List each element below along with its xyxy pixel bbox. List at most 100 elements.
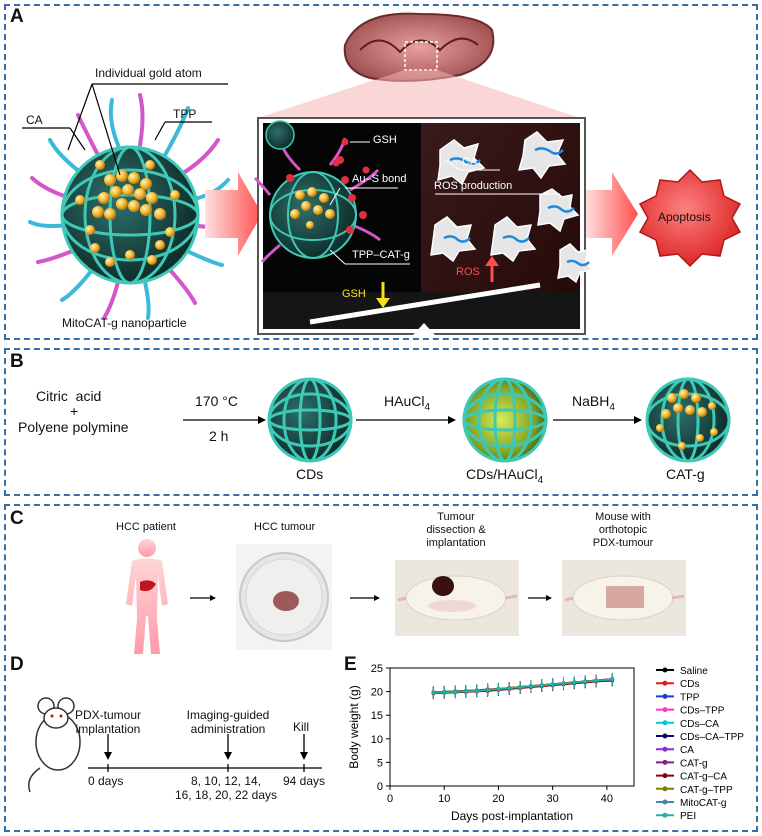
- label-ros-production: ROS production: [434, 180, 513, 192]
- legend-marker: [662, 667, 668, 673]
- label-individual-gold-atom: Individual gold atom: [95, 66, 202, 80]
- cds-haucl4-sphere: [462, 377, 548, 463]
- y-tick-label: 5: [377, 757, 383, 769]
- data-point: [518, 685, 522, 690]
- panel-c-label: C: [10, 508, 24, 529]
- label-ca: CA: [26, 113, 43, 127]
- legend-label: CDs–CA–TPP: [680, 732, 744, 743]
- data-point: [431, 691, 436, 695]
- legend-marker: [662, 786, 668, 792]
- label-ros-level: ROS: [456, 266, 480, 278]
- label-apoptosis: Apoptosis: [658, 210, 711, 224]
- x-tick-label: 30: [547, 793, 559, 805]
- time-94-days: 94 days: [283, 774, 326, 788]
- ros-cells: [430, 131, 594, 284]
- balance-fulcrum: [413, 323, 435, 335]
- label-ca-inset: CA: [462, 156, 478, 168]
- legend-label: TPP: [680, 692, 700, 703]
- data-point: [507, 686, 512, 691]
- time-dosing-days: 8, 10, 12, 14,16, 18, 20, 22 days: [174, 774, 278, 802]
- panel-e-label: E: [344, 654, 357, 675]
- legend-label: MitoCAT-g: [680, 798, 727, 809]
- x-tick-label: 20: [492, 793, 504, 805]
- data-point: [442, 690, 447, 695]
- y-tick-label: 15: [371, 710, 383, 722]
- legend-label: CAT-g: [680, 758, 708, 769]
- data-point: [561, 681, 566, 686]
- condition-temperature: 170 °C: [195, 393, 238, 409]
- x-tick-label: 40: [601, 793, 613, 805]
- legend-label: CDs–TPP: [680, 706, 725, 717]
- legend-marker: [662, 733, 668, 739]
- event-kill: Kill: [293, 720, 310, 734]
- panel-b-label: B: [10, 351, 24, 372]
- x-tick-label: 0: [387, 793, 393, 805]
- time-0-days: 0 days: [88, 774, 124, 788]
- mouse-pdx-photo: [562, 560, 686, 636]
- x-axis-label: Days post-implantation: [451, 809, 573, 823]
- product-cds: CDs: [296, 466, 324, 482]
- data-point: [594, 678, 598, 683]
- data-point: [529, 684, 533, 689]
- panel-d-label: D: [10, 654, 24, 675]
- legend-label: CDs–CA: [680, 719, 719, 730]
- hcc-patient-icon: [126, 539, 168, 654]
- y-tick-label: 25: [371, 663, 383, 675]
- data-point: [610, 677, 615, 682]
- data-point: [550, 682, 555, 687]
- label-hcc-patient: HCC patient: [116, 521, 176, 533]
- panel-cde: [4, 504, 758, 832]
- flow-arrow-1: [205, 172, 262, 256]
- data-point: [496, 687, 501, 692]
- reagent-polyene-polymine: Polyene polymine: [18, 419, 129, 435]
- flow-arrow-2: [585, 172, 638, 256]
- plot-area: [389, 667, 635, 787]
- mouse-icon: [28, 697, 81, 793]
- mitochondrion-icon: [258, 12, 580, 118]
- label-au-s-bond: Au–S bond: [352, 173, 407, 185]
- y-axis-label: Body weight (g): [347, 685, 361, 768]
- legend-marker: [662, 680, 668, 686]
- label-tpp-cat-g: TPP–CAT-g: [352, 249, 410, 261]
- legend-marker: [662, 720, 668, 726]
- product-cds-haucl4: CDs/HAuCl4: [466, 466, 544, 486]
- panel-b-graphic: [183, 377, 731, 463]
- apoptosis-burst: [638, 168, 742, 268]
- panel-b: [4, 348, 758, 496]
- y-tick-label: 0: [377, 781, 383, 793]
- panel-c-graphic: [126, 539, 686, 654]
- legend-marker: [662, 812, 668, 818]
- legend-marker: [662, 746, 668, 752]
- y-tick-label: 20: [371, 687, 383, 699]
- legend-marker: [662, 759, 668, 765]
- cat-g-sphere: [645, 377, 731, 463]
- inset-nanoparticle: [253, 120, 410, 265]
- panel-d-timeline: [28, 697, 322, 793]
- legend-marker: [662, 707, 668, 713]
- data-point: [540, 683, 544, 688]
- data-point: [572, 680, 577, 685]
- label-tpp: TPP: [173, 107, 197, 121]
- mouse-dissection-photo: [395, 560, 519, 636]
- reagent-citric-acid: Citric acid: [36, 388, 102, 404]
- x-tick-label: 10: [438, 793, 450, 805]
- legend-label: PEI: [680, 811, 696, 822]
- data-point: [485, 688, 490, 692]
- hcc-tumour-photo: [236, 544, 332, 650]
- legend-marker: [662, 799, 668, 805]
- legend-label: CAT-g–TPP: [680, 785, 733, 796]
- y-tick-label: 10: [371, 734, 383, 746]
- legend-marker: [662, 693, 668, 699]
- product-cat-g: CAT-g: [666, 466, 705, 482]
- data-point: [464, 689, 468, 694]
- nanoparticle-caption: MitoCAT-g nanoparticle: [62, 316, 187, 330]
- label-hcc-tumour: HCC tumour: [254, 521, 316, 533]
- label-gsh: GSH: [373, 134, 397, 146]
- data-point: [453, 690, 457, 694]
- step-nabh4: NaBH4: [572, 393, 615, 413]
